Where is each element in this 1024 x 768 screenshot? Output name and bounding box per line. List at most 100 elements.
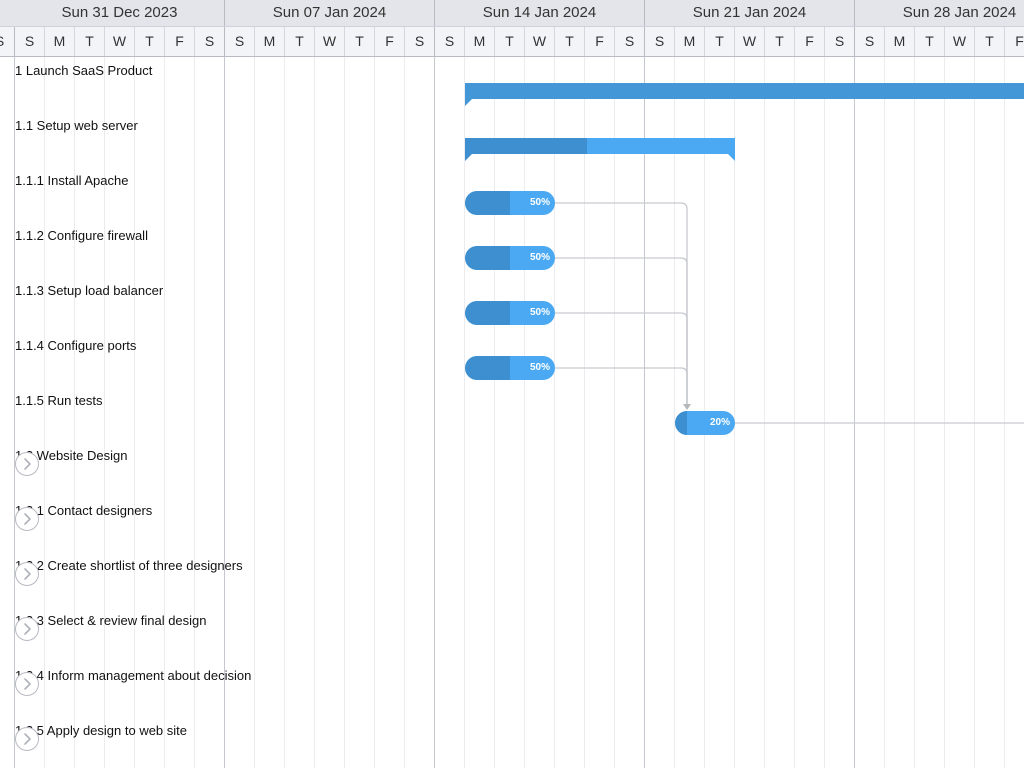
grid-line: [914, 57, 915, 768]
day-label: S: [405, 27, 435, 56]
day-label: M: [675, 27, 705, 56]
task-bar-t111[interactable]: 50%: [465, 191, 555, 215]
task-percent-label: 50%: [529, 252, 550, 263]
day-label: F: [165, 27, 195, 56]
chevron-right-icon[interactable]: [15, 507, 39, 531]
chevron-right-icon[interactable]: [15, 727, 39, 751]
task-label-t123[interactable]: 1.2.3 Select & review final design: [15, 613, 207, 628]
grid-line: [224, 57, 225, 768]
task-label-t113[interactable]: 1.1.3 Setup load balancer: [15, 283, 164, 298]
day-label: W: [945, 27, 975, 56]
summary-bar-t1[interactable]: [465, 83, 1024, 106]
day-label: S: [225, 27, 255, 56]
day-label: F: [795, 27, 825, 56]
grid-line: [644, 57, 645, 768]
summary-bar-left-notch: [465, 154, 472, 161]
grid-line: [134, 57, 135, 768]
task-label-t124[interactable]: 1.2.4 Inform management about decision: [15, 668, 252, 683]
grid-line: [794, 57, 795, 768]
day-label: F: [1005, 27, 1024, 56]
week-label: Sun 31 Dec 2023: [15, 0, 225, 26]
day-label: T: [915, 27, 945, 56]
day-label: S: [0, 27, 15, 56]
task-label-t114[interactable]: 1.1.4 Configure ports: [15, 338, 137, 353]
grid-line: [974, 57, 975, 768]
task-percent-label: 50%: [529, 307, 550, 318]
task-label-t121[interactable]: 1.2.1 Contact designers: [15, 503, 153, 518]
grid-line: [434, 57, 435, 768]
grid-line: [674, 57, 675, 768]
grid-line: [164, 57, 165, 768]
week-label: Sun 28 Jan 2024: [855, 0, 1024, 26]
grid-line: [734, 57, 735, 768]
task-percent-label: 20%: [709, 417, 730, 428]
chevron-right-icon[interactable]: [15, 672, 39, 696]
grid-line: [494, 57, 495, 768]
task-bar-t115[interactable]: 20%: [675, 411, 735, 435]
day-label: F: [585, 27, 615, 56]
day-label: T: [495, 27, 525, 56]
summary-bar-left-notch: [465, 99, 472, 106]
task-bar-progress: [465, 246, 510, 270]
task-label-t125[interactable]: 1.2.5 Apply design to web site: [15, 723, 188, 738]
summary-bar-right-notch: [728, 154, 735, 161]
task-label-t122[interactable]: 1.2.2 Create shortlist of three designer…: [15, 558, 243, 573]
day-label: W: [315, 27, 345, 56]
task-percent-label: 50%: [529, 197, 550, 208]
chevron-right-icon[interactable]: [15, 562, 39, 586]
dependency-line: [555, 202, 688, 405]
week-label: Sun 14 Jan 2024: [435, 0, 645, 26]
day-label: S: [615, 27, 645, 56]
day-label: T: [285, 27, 315, 56]
grid-line: [554, 57, 555, 768]
day-label: M: [885, 27, 915, 56]
dependency-arrowhead: [683, 404, 691, 410]
day-label: T: [705, 27, 735, 56]
task-bar-t113[interactable]: 50%: [465, 301, 555, 325]
day-label: S: [855, 27, 885, 56]
task-percent-label: 50%: [529, 362, 550, 373]
task-label-t1[interactable]: 1 Launch SaaS Product: [15, 63, 153, 78]
task-bar-t114[interactable]: 50%: [465, 356, 555, 380]
day-label: T: [75, 27, 105, 56]
day-label: M: [465, 27, 495, 56]
summary-bar-t11[interactable]: [465, 138, 735, 161]
grid-line: [464, 57, 465, 768]
grid-line: [584, 57, 585, 768]
grid-line: [14, 57, 15, 768]
week-label: Sun 21 Jan 2024: [645, 0, 855, 26]
grid-line: [944, 57, 945, 768]
chevron-right-icon[interactable]: [15, 452, 39, 476]
grid-line: [344, 57, 345, 768]
day-label: T: [345, 27, 375, 56]
grid-line: [44, 57, 45, 768]
grid-line: [314, 57, 315, 768]
task-label-t11[interactable]: 1.1 Setup web server: [15, 118, 138, 133]
day-label: S: [15, 27, 45, 56]
dependency-line: [555, 312, 688, 405]
grid-line: [1004, 57, 1005, 768]
dependency-line: [555, 367, 688, 405]
day-label: S: [645, 27, 675, 56]
grid-line: [824, 57, 825, 768]
day-label: M: [255, 27, 285, 56]
grid-line: [104, 57, 105, 768]
task-label-t112[interactable]: 1.1.2 Configure firewall: [15, 228, 148, 243]
grid-line: [764, 57, 765, 768]
day-label: M: [45, 27, 75, 56]
task-label-t115[interactable]: 1.1.5 Run tests: [15, 393, 103, 408]
grid-line: [614, 57, 615, 768]
task-label-t12[interactable]: 1.2 Website Design: [15, 448, 128, 463]
chevron-right-icon[interactable]: [15, 617, 39, 641]
task-bar-t112[interactable]: 50%: [465, 246, 555, 270]
day-label: W: [105, 27, 135, 56]
task-label-t111[interactable]: 1.1.1 Install Apache: [15, 173, 129, 188]
day-label: T: [975, 27, 1005, 56]
dependency-line: [555, 257, 688, 405]
grid-line: [884, 57, 885, 768]
summary-bar-progress: [465, 138, 587, 154]
day-label: F: [375, 27, 405, 56]
